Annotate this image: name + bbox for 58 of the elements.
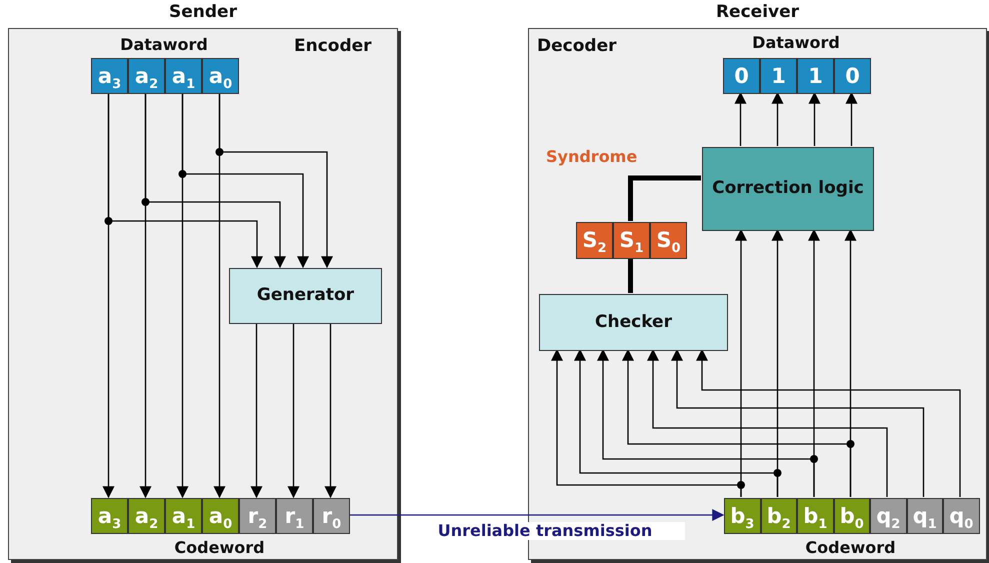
bit-cell: a$_{1}$ <box>165 58 202 94</box>
syndrome-label: Syndrome <box>546 147 638 166</box>
bit-cell: r$_{0}$ <box>313 498 350 534</box>
arrow <box>597 348 815 497</box>
arrow <box>574 348 778 497</box>
bit-cell: r$_{1}$ <box>276 498 313 534</box>
block-title: Encoder <box>294 36 372 56</box>
arrow <box>622 348 852 497</box>
bit-cell: S$_{0}$ <box>650 222 687 259</box>
bit-cell: 1 <box>760 58 797 94</box>
word-label: Dataword <box>119 35 209 54</box>
bit-cell: b$_{2}$ <box>760 498 797 534</box>
arrow <box>696 348 961 497</box>
panel-heading: Sender <box>168 2 238 22</box>
connector-line <box>628 176 701 221</box>
arrow <box>846 92 858 146</box>
bit-cell: b$_{1}$ <box>797 498 834 534</box>
bit-cell: q$_{0}$ <box>943 498 980 534</box>
bit-cell: a$_{1}$ <box>165 498 202 534</box>
bit-cell: 1 <box>797 58 834 94</box>
arrow <box>182 93 309 268</box>
bit-cell: a$_{2}$ <box>128 58 165 94</box>
bit-cell: a$_{3}$ <box>91 498 128 534</box>
arrow <box>218 93 333 268</box>
arrow <box>349 509 724 521</box>
bit-cell: b$_{3}$ <box>724 498 760 534</box>
arrow <box>671 348 924 497</box>
process-box: Correction logic <box>702 147 874 231</box>
bit-cell: a$_{0}$ <box>202 498 239 534</box>
bit-cell: b$_{0}$ <box>834 498 870 534</box>
bit-cell: 0 <box>723 58 760 94</box>
word-label: Codeword <box>173 538 266 557</box>
connector-line <box>628 258 633 293</box>
bit-cell: a$_{2}$ <box>128 498 165 534</box>
arrow <box>324 323 336 498</box>
arrow <box>647 348 888 497</box>
bit-cell: S$_{1}$ <box>613 222 650 259</box>
arrow <box>108 93 263 268</box>
bit-cell: q$_{1}$ <box>906 498 943 534</box>
word-label: Codeword <box>804 538 897 557</box>
word-label: Dataword <box>751 33 841 52</box>
block-title: Decoder <box>537 36 616 56</box>
arrow <box>288 323 300 498</box>
bit-cell: a$_{0}$ <box>202 58 239 94</box>
bit-cell: 0 <box>834 58 871 94</box>
panel-heading: Receiver <box>714 2 800 22</box>
arrow <box>772 92 784 146</box>
bit-cell: q$_{2}$ <box>870 498 906 534</box>
arrow <box>144 93 286 268</box>
arrow <box>734 92 746 146</box>
arrow <box>250 323 262 498</box>
bit-cell: r$_{2}$ <box>239 498 276 534</box>
arrow <box>808 92 820 146</box>
bit-cell: a$_{3}$ <box>91 58 128 94</box>
bit-cell: S$_{2}$ <box>576 222 613 259</box>
process-box: Generator <box>229 268 382 324</box>
arrow <box>551 348 742 497</box>
process-box: Checker <box>539 294 728 351</box>
